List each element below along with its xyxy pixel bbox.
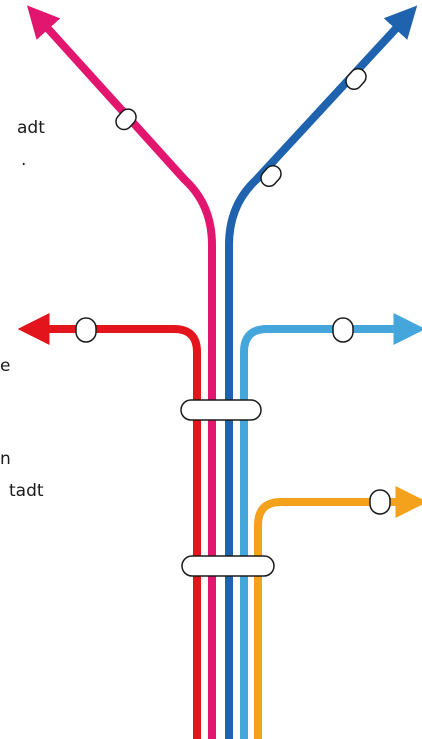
interchange-station [180, 399, 262, 421]
line-orange [254, 486, 422, 739]
station-marker [369, 489, 391, 515]
station-label-fragment: adt [17, 118, 45, 138]
station-marker [75, 317, 97, 343]
station-label-fragment: . [21, 150, 27, 170]
line-light-blue [240, 313, 422, 739]
interchange-station [181, 555, 275, 577]
line-dark-blue [225, 5, 418, 739]
station-marker [115, 108, 137, 131]
line-red [17, 313, 201, 739]
station-marker [332, 317, 354, 343]
station-label-fragment: n [0, 449, 11, 469]
station-marker [345, 68, 367, 90]
station-marker [260, 165, 282, 187]
line-magenta [26, 5, 216, 739]
station-label-fragment: tadt [9, 481, 44, 501]
station-label-fragment: e [0, 356, 11, 376]
